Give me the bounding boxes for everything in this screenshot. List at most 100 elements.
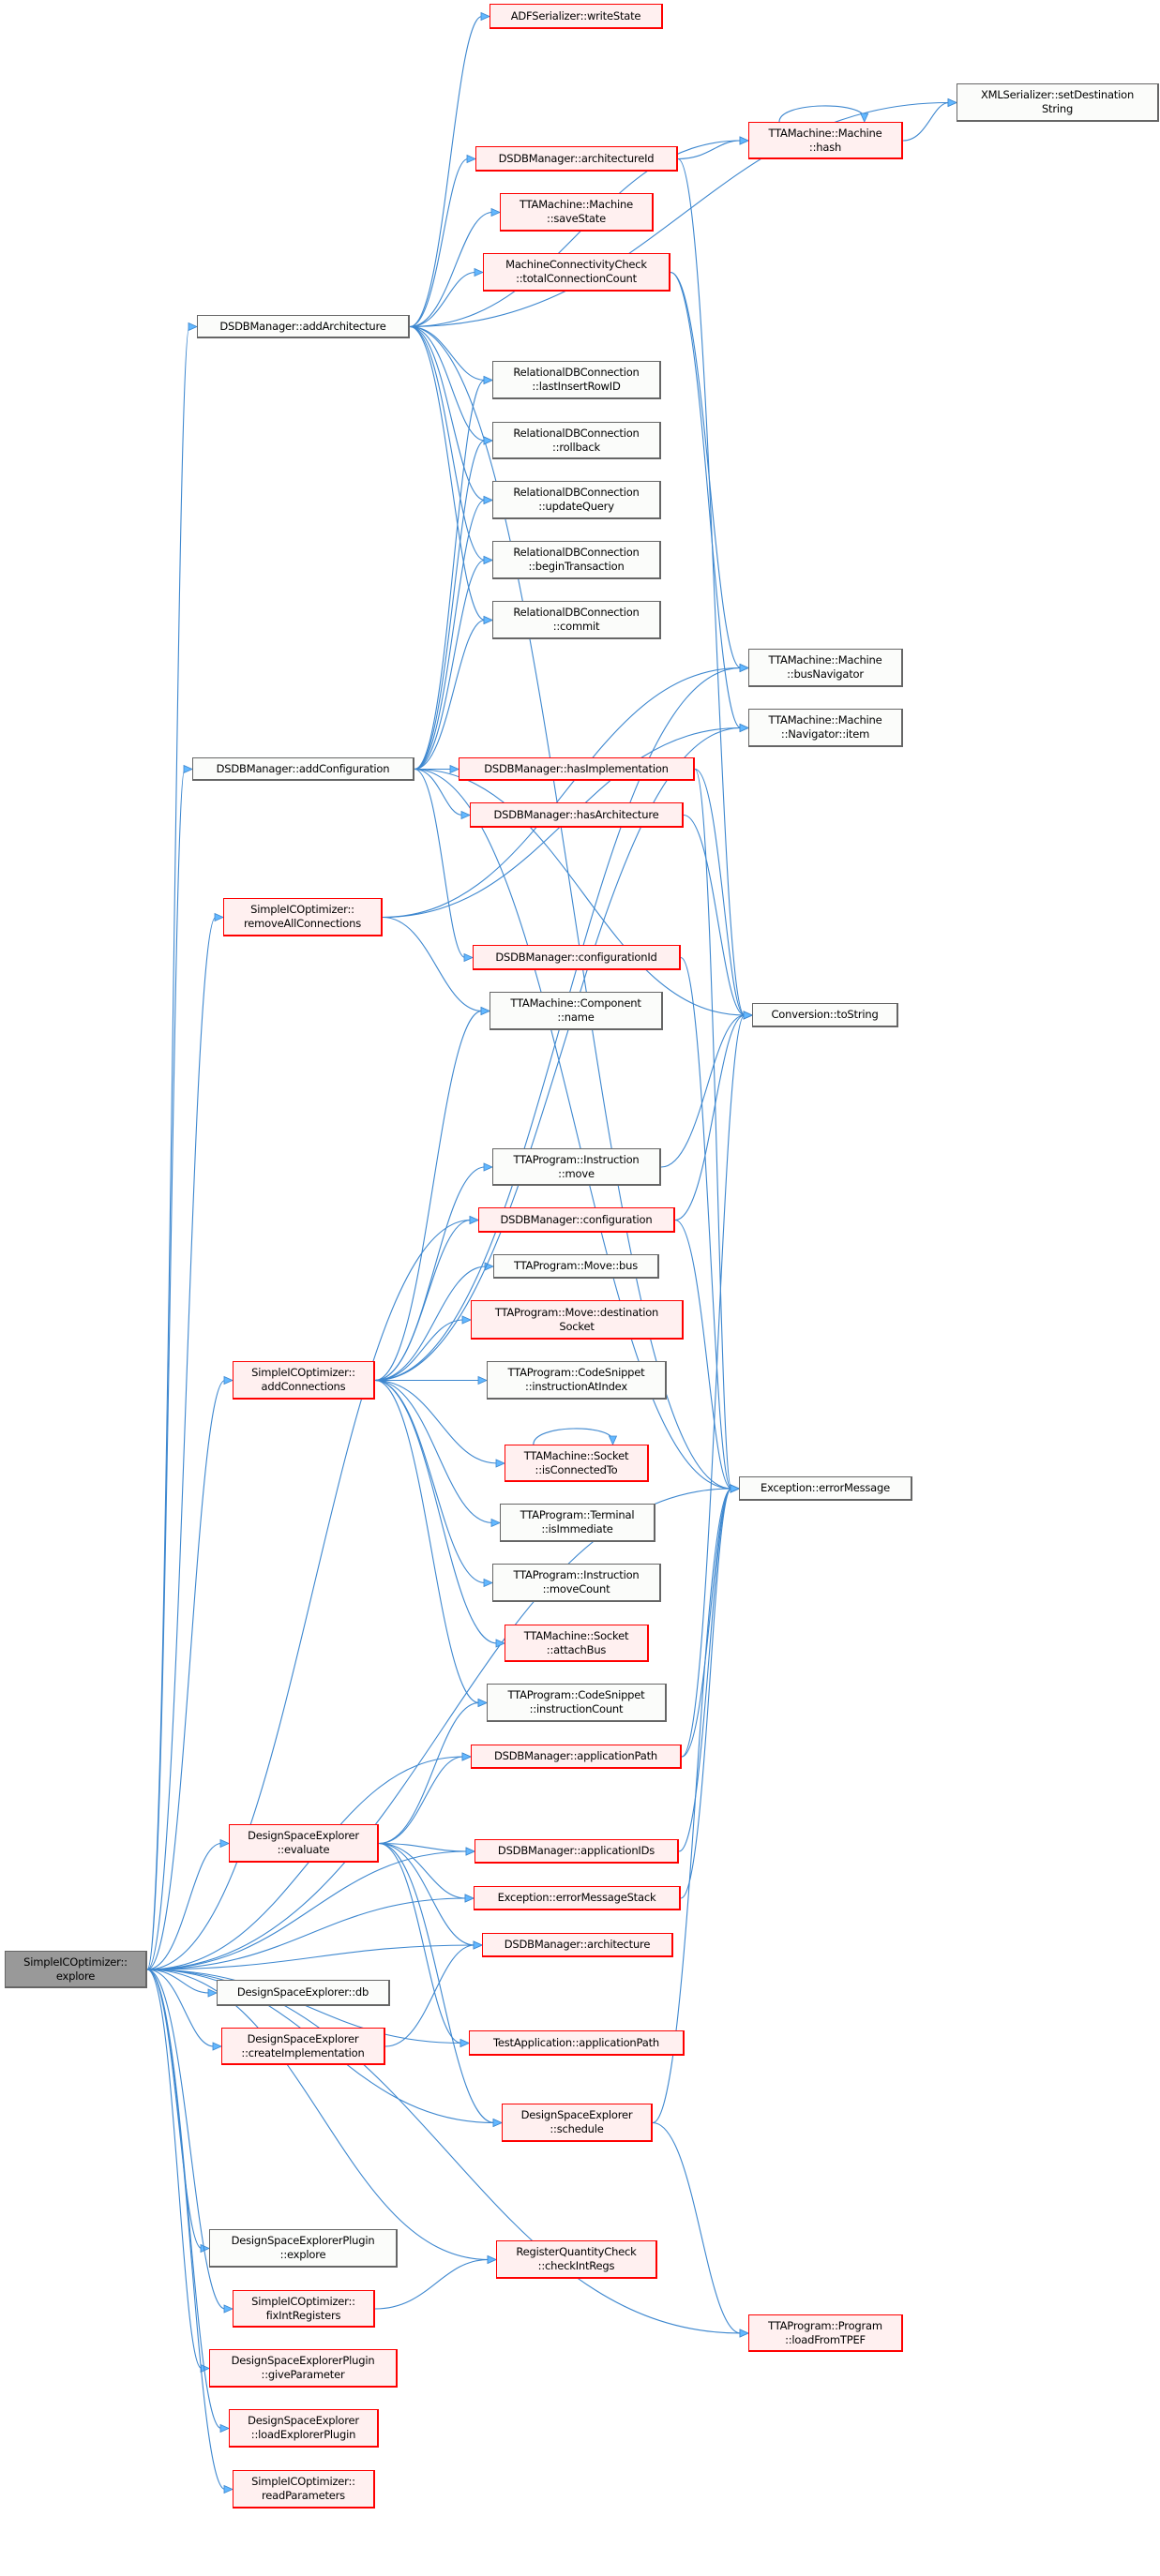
node-check-int-regs[interactable]: RegisterQuantityCheck::checkIntRegs xyxy=(496,2240,657,2279)
arrowhead-icon xyxy=(212,2042,222,2051)
node-err-stack[interactable]: Exception::errorMessageStack xyxy=(474,1886,681,1910)
edge-line xyxy=(670,271,742,729)
node-move-bus[interactable]: TTAProgram::Move::bus xyxy=(493,1254,659,1279)
edge-add-conn-to-attach-bus xyxy=(374,1379,505,1648)
node-has-impl[interactable]: DSDBManager::hasImplementation xyxy=(459,757,695,781)
edge-line xyxy=(146,1897,467,1970)
node-configuration[interactable]: DSDBManager::configuration xyxy=(478,1207,675,1233)
node-label-line: ::checkIntRegs xyxy=(537,2259,615,2272)
node-hash[interactable]: TTAMachine::Machine::hash xyxy=(748,122,903,159)
arrowhead-icon xyxy=(473,1940,483,1950)
node-plugin-explore[interactable]: DesignSpaceExplorerPlugin::explore xyxy=(209,2229,398,2268)
node-load-plugin[interactable]: DesignSpaceExplorer::loadExplorerPlugin xyxy=(229,2409,379,2448)
node-label-line: ::schedule xyxy=(550,2122,604,2135)
edge-line xyxy=(409,325,486,442)
node-explore[interactable]: SimpleICOptimizer::explore xyxy=(5,1951,147,1988)
node-instr-count[interactable]: TTAProgram::CodeSnippet::instructionCoun… xyxy=(487,1684,667,1722)
node-read-params[interactable]: SimpleICOptimizer::readParameters xyxy=(233,2470,375,2509)
arrowhead-icon xyxy=(461,1315,472,1325)
node-total-conn[interactable]: MachineConnectivityCheck::totalConnectio… xyxy=(483,253,670,292)
node-conf-id[interactable]: DSDBManager::configurationId xyxy=(473,945,681,970)
node-add-conn[interactable]: SimpleICOptimizer::addConnections xyxy=(233,1361,375,1400)
node-label-line: DSDBManager::applicationPath xyxy=(494,1749,657,1762)
node-label-line: ::createImplementation xyxy=(241,2045,365,2059)
edge-add-arch-to-begin-tx xyxy=(409,325,493,565)
node-fix-int-regs[interactable]: SimpleICOptimizer::fixIntRegisters xyxy=(233,2290,375,2328)
node-label-line: DesignSpaceExplorer::db xyxy=(236,1985,369,1999)
node-add-arch[interactable]: DSDBManager::addArchitecture xyxy=(197,315,410,338)
arrowhead-icon xyxy=(219,2423,230,2434)
node-label-line: TTAProgram::CodeSnippet xyxy=(507,1366,645,1379)
node-remove-all[interactable]: SimpleICOptimizer::removeAllConnections xyxy=(223,898,383,936)
node-rollback[interactable]: RelationalDBConnection::rollback xyxy=(492,422,661,459)
edge-add-conn-to-instr-count xyxy=(374,1379,488,1708)
node-last-insert[interactable]: RelationalDBConnection::lastInsertRowID xyxy=(492,361,661,399)
edge-line xyxy=(652,1488,732,2124)
node-attach-bus[interactable]: TTAMachine::Socket::attachBus xyxy=(505,1625,649,1662)
edge-line xyxy=(382,666,742,919)
node-instr-at-idx[interactable]: TTAProgram::CodeSnippet::instructionAtIn… xyxy=(487,1361,667,1400)
edge-hash-to-set-dest xyxy=(902,97,957,142)
node-load-tpef[interactable]: TTAProgram::Program::loadFromTPEF xyxy=(748,2314,903,2352)
node-label-line: DesignSpaceExplorerPlugin xyxy=(231,2234,375,2247)
node-is-imm[interactable]: TTAProgram::Terminal::isImmediate xyxy=(500,1504,655,1542)
node-nav-item[interactable]: TTAMachine::Machine::Navigator::item xyxy=(748,709,903,747)
node-evaluate[interactable]: DesignSpaceExplorer::evaluate xyxy=(229,1824,379,1863)
node-label-line: RelationalDBConnection xyxy=(513,426,640,440)
node-has-arch[interactable]: DSDBManager::hasArchitecture xyxy=(470,802,684,828)
edge-explore-to-fix-int-regs xyxy=(146,1969,234,2314)
node-architecture[interactable]: DSDBManager::architecture xyxy=(482,1933,673,1957)
node-label-line: ::name xyxy=(557,1011,595,1024)
node-comp-name[interactable]: TTAMachine::Component::name xyxy=(490,992,663,1030)
node-label-line: TTAProgram::CodeSnippet xyxy=(507,1688,645,1701)
arrowhead-icon xyxy=(495,1459,505,1468)
node-label-line: TTAProgram::Program xyxy=(768,2318,882,2332)
node-add-conf[interactable]: DSDBManager::addConfiguration xyxy=(192,757,414,781)
node-move-count[interactable]: TTAProgram::Instruction::moveCount xyxy=(492,1564,661,1602)
node-app-path[interactable]: DSDBManager::applicationPath xyxy=(471,1745,682,1769)
edge-add-conn-to-instr-at-idx xyxy=(374,1375,488,1385)
node-create-impl[interactable]: DesignSpaceExplorer::createImplementatio… xyxy=(221,2028,385,2065)
node-begin-tx[interactable]: RelationalDBConnection::beginTransaction xyxy=(492,541,661,579)
edge-line xyxy=(146,1969,203,2250)
node-label-line: DSDBManager::applicationIDs xyxy=(497,1844,655,1857)
edge-line xyxy=(778,105,866,123)
edge-line xyxy=(680,956,732,1490)
node-save-state[interactable]: TTAMachine::Machine::saveState xyxy=(500,193,654,232)
node-arch-id[interactable]: DSDBManager::architectureId xyxy=(475,146,678,172)
arrowhead-icon xyxy=(460,810,471,820)
edge-line xyxy=(414,379,486,771)
arrowhead-icon xyxy=(183,764,193,774)
edge-line xyxy=(409,15,483,328)
arrowhead-icon xyxy=(739,663,749,673)
edge-line xyxy=(674,1014,746,1221)
node-label-line: ::loadExplorerPlugin xyxy=(250,2428,356,2441)
node-bus-nav[interactable]: TTAMachine::Machine::busNavigator xyxy=(748,649,903,687)
node-update-query[interactable]: RelationalDBConnection::updateQuery xyxy=(492,481,661,519)
node-write-state[interactable]: ADFSerializer::writeState xyxy=(490,4,663,29)
edge-line xyxy=(414,768,466,959)
node-commit[interactable]: RelationalDBConnection::commit xyxy=(492,601,661,639)
arrowhead-icon xyxy=(463,952,474,963)
node-label-line: TTAMachine::Machine xyxy=(768,713,882,726)
node-instr-move[interactable]: TTAProgram::Instruction::move xyxy=(492,1148,661,1186)
node-test-app-path[interactable]: TestApplication::applicationPath xyxy=(469,2030,685,2056)
arrowhead-icon xyxy=(743,1011,753,1020)
node-app-ids[interactable]: DSDBManager::applicationIDs xyxy=(475,1839,679,1864)
node-label-line: TTAProgram::Instruction xyxy=(513,1568,640,1581)
node-is-conn-to[interactable]: TTAMachine::Socket::isConnectedTo xyxy=(505,1445,649,1482)
node-to-string[interactable]: Conversion::toString xyxy=(752,1003,898,1027)
node-db[interactable]: DesignSpaceExplorer::db xyxy=(217,1980,390,2006)
edge-line xyxy=(409,325,486,562)
edge-is-conn-to-to-is-conn-to xyxy=(533,1428,618,1445)
node-label-line: explore xyxy=(55,1969,96,1983)
node-err-msg[interactable]: Exception::errorMessage xyxy=(739,1476,912,1501)
node-label-line: ::isConnectedTo xyxy=(535,1462,618,1476)
node-give-param[interactable]: DesignSpaceExplorerPlugin::giveParameter xyxy=(209,2349,398,2388)
edge-line xyxy=(374,1266,487,1382)
node-schedule[interactable]: DesignSpaceExplorer::schedule xyxy=(502,2104,653,2142)
edge-explore-to-add-conn xyxy=(146,1375,234,1970)
edge-line xyxy=(677,140,742,160)
